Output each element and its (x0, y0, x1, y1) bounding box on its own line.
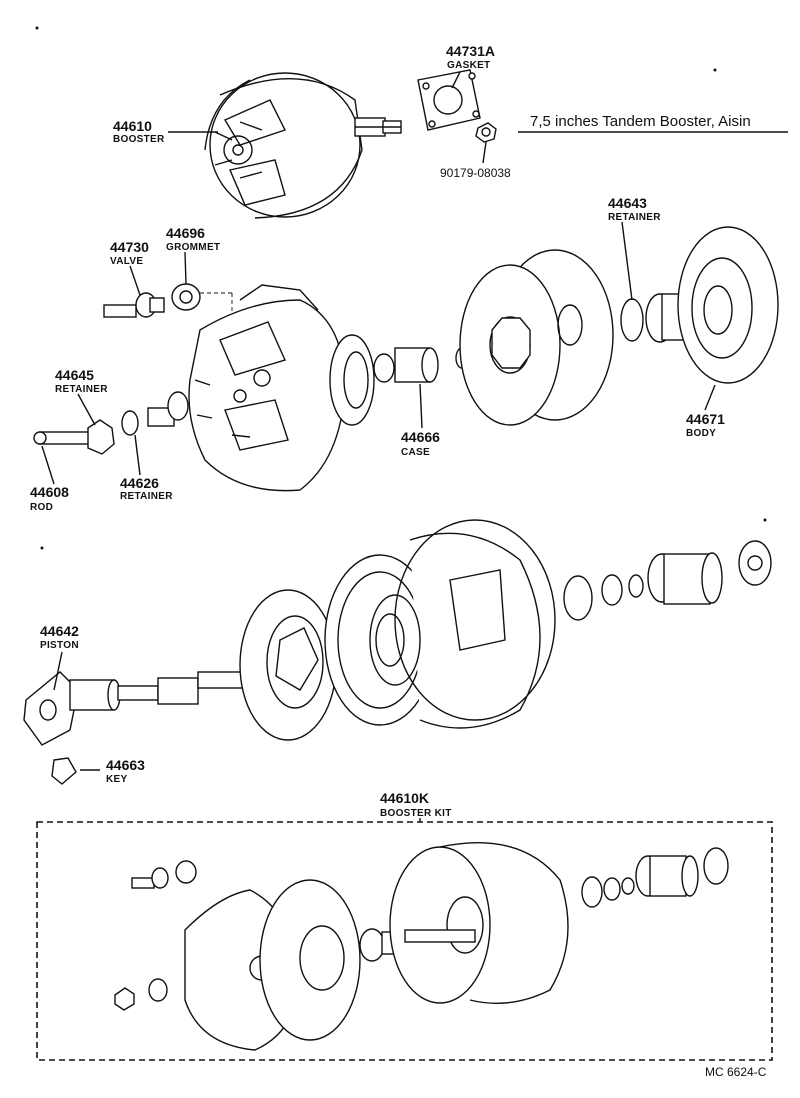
drawing-code: MC 6624-C (705, 1065, 767, 1079)
body-shell-illustration (677, 226, 779, 384)
rear-plate-illustration (239, 589, 337, 741)
kit-front-shell-illustration (184, 879, 361, 1051)
part-name-retainer-44626: RETAINER (120, 491, 173, 502)
speck (763, 518, 767, 522)
speck (713, 68, 717, 72)
part-name-body: BODY (686, 428, 716, 439)
part-number-90179-08038: 90179-08038 (440, 166, 511, 180)
part-name-piston: PISTON (40, 640, 79, 651)
leader-lines (41, 71, 716, 771)
part-name-grommet: GROMMET (166, 242, 220, 253)
part-number-44696: 44696 (166, 225, 205, 241)
nut-illustration (475, 122, 497, 143)
case-seal-illustration (373, 347, 469, 383)
grommet-illustration (171, 283, 201, 311)
part-name-booster: BOOSTER (113, 134, 165, 145)
rear-shell-illustration (369, 519, 556, 729)
kit-seal-stack-illustration (581, 847, 729, 908)
part-number-44610k: 44610K (380, 790, 429, 806)
part-number-44608: 44608 (30, 484, 69, 500)
part-number-44626: 44626 (120, 475, 159, 491)
gasket-illustration (417, 69, 481, 131)
part-name-valve: VALVE (110, 256, 143, 267)
front-shell-illustration (188, 284, 346, 492)
part-name-key: KEY (106, 774, 127, 785)
part-name-retainer-44643: RETAINER (608, 212, 661, 223)
part-number-44663: 44663 (106, 757, 145, 773)
part-name-rod: ROD (30, 502, 53, 513)
part-number-44643: 44643 (608, 195, 647, 211)
part-number-44671: 44671 (686, 411, 725, 427)
rod-illustration (33, 391, 189, 455)
part-number-44642: 44642 (40, 623, 79, 639)
valve-illustration (103, 292, 165, 318)
piston-illustration (23, 671, 249, 746)
speck (35, 26, 39, 30)
part-name-gasket: GASKET (447, 60, 490, 71)
kit-rod-parts-illustration (114, 978, 168, 1011)
part-name-booster-kit: BOOSTER KIT (380, 808, 452, 819)
diagram-title: 7,5 inches Tandem Booster, Aisin (530, 113, 751, 130)
speck (40, 546, 44, 550)
rear-seal-stack-illustration (563, 540, 772, 621)
diaphragm-ring-illustration (329, 334, 375, 426)
part-number-44731a: 44731A (446, 43, 495, 59)
part-number-44666: 44666 (401, 429, 440, 445)
kit-valve-illustration (131, 860, 197, 889)
kit-rear-shell-illustration (389, 841, 569, 1004)
middle-plate-illustration (459, 249, 614, 426)
booster-assembly-illustration (204, 72, 402, 219)
part-number-44610: 44610 (113, 118, 152, 134)
key-illustration (51, 757, 77, 785)
part-name-case: CASE (401, 447, 430, 458)
part-number-44730: 44730 (110, 239, 149, 255)
part-name-retainer-44645: RETAINER (55, 384, 108, 395)
booster-kit-box (36, 821, 773, 1061)
part-number-44645: 44645 (55, 367, 94, 383)
